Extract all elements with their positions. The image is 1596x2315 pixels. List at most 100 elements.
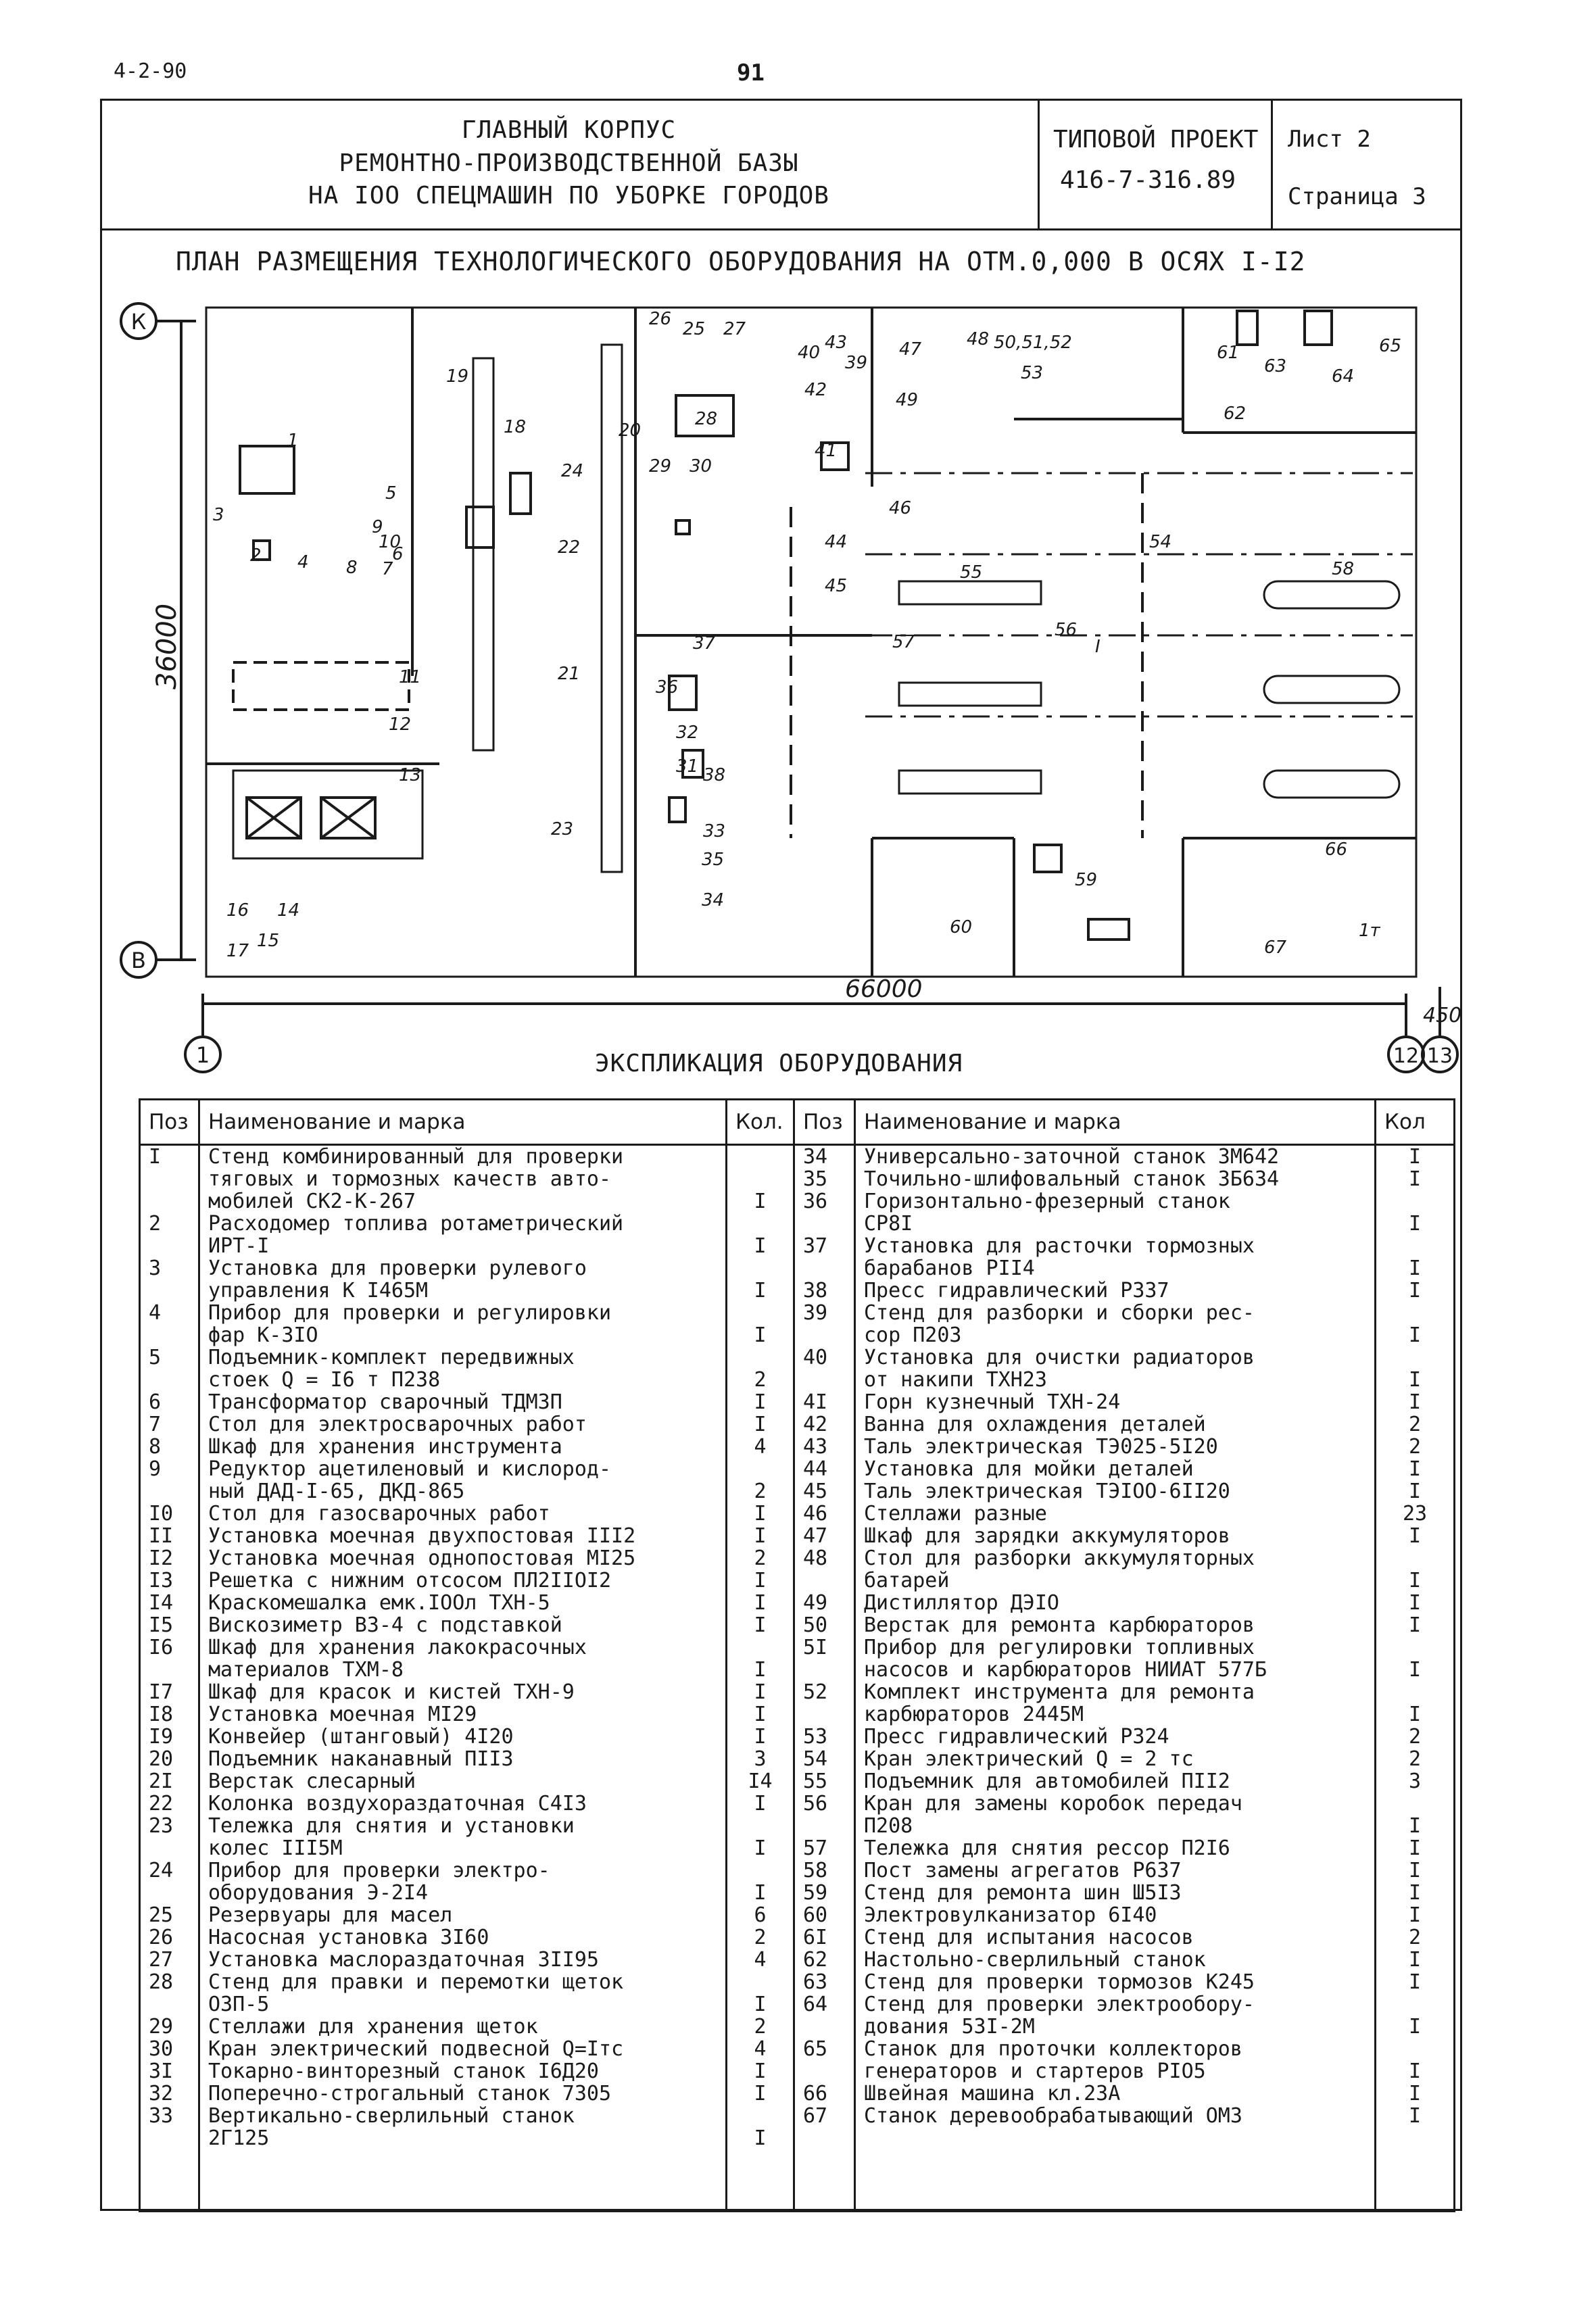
- table-cell: Поперечно-строгальный станок 7305: [208, 2082, 612, 2105]
- header-qty-left: Кол.: [725, 1098, 795, 1146]
- table-cell: I: [754, 1190, 767, 1213]
- plan-label-34: 34: [702, 890, 724, 910]
- table-cell: I: [754, 1614, 767, 1636]
- table-cell: I: [1408, 1280, 1422, 1302]
- table-cell: I: [754, 1837, 767, 1859]
- table-cell: [727, 1213, 793, 1235]
- table-cell: I9: [149, 1726, 174, 1748]
- plan-label-56: 56: [1055, 620, 1077, 640]
- table-cell: I: [149, 1146, 162, 1168]
- table-cell: I: [1408, 1569, 1422, 1592]
- table-cell: 5I: [803, 1636, 828, 1659]
- table-cell: I: [1408, 1971, 1422, 1993]
- table-cell: [1376, 1235, 1453, 1257]
- table-cell: I: [754, 1569, 767, 1592]
- axis-v-label: В: [131, 948, 146, 973]
- plan-label-58: 58: [1332, 559, 1354, 579]
- table-cell: I: [1408, 1213, 1422, 1235]
- table-cell: 66: [803, 2082, 828, 2105]
- table-cell: 44: [803, 1458, 828, 1480]
- table-cell: 22: [149, 1793, 174, 1815]
- table-cell: [1376, 1190, 1453, 1213]
- table-cell: Стенд для правки и перемотки щеток: [208, 1971, 624, 1993]
- table-cell: [1376, 2038, 1453, 2060]
- table-cell: 2: [149, 1213, 162, 1235]
- table-cell: Токарно-винторезный станок I6Д20: [208, 2060, 599, 2082]
- table-cell: [795, 1569, 854, 1592]
- table-cell: 2I: [149, 1770, 174, 1793]
- table-cell: Стенд для ремонта шин Ш5I3: [864, 1882, 1182, 1904]
- table-cell: I: [754, 1391, 767, 1413]
- table-cell: [795, 1257, 854, 1280]
- plan-label-50-52: 50,51,52: [994, 333, 1072, 353]
- table-cell: Шкаф для хранения лакокрасочных: [208, 1636, 587, 1659]
- table-cell: 57: [803, 1837, 828, 1859]
- table-cell: Верстак для ремонта карбюраторов: [864, 1614, 1255, 1636]
- table-cell: Вертикально-сверлильный станок: [208, 2105, 575, 2127]
- table-cell: 2: [1408, 1926, 1422, 1949]
- plan-label-3: 3: [213, 505, 224, 525]
- table-cell: колес III5М: [208, 1837, 343, 1859]
- table-cell: 3: [754, 1748, 767, 1770]
- plan-label-7: 7: [382, 559, 393, 579]
- table-cell: 4: [149, 1302, 162, 1324]
- table-cell: карбюраторов 2445М: [864, 1703, 1084, 1726]
- plan-label-22: 22: [558, 537, 580, 558]
- plan-label-28: 28: [695, 409, 717, 429]
- table-cell: [1376, 1793, 1453, 1815]
- plan-label-i: I: [1095, 637, 1101, 657]
- table-cell: 2: [754, 1547, 767, 1569]
- table-cell: 30: [149, 2038, 174, 2060]
- table-cell: Подъемник для автомобилей ПII2: [864, 1770, 1230, 1793]
- table-cell: I: [754, 1280, 767, 1302]
- table-cell: [141, 1168, 198, 1190]
- table-cell: 2Г125: [208, 2127, 270, 2149]
- table-cell: Швейная машина кл.23А: [864, 2082, 1121, 2105]
- table-cell: 32: [149, 2082, 174, 2105]
- table-cell: 56: [803, 1793, 828, 1815]
- plan-label-14: 14: [277, 900, 299, 921]
- table-cell: I8: [149, 1703, 174, 1726]
- table-cell: Установка для очистки радиаторов: [864, 1346, 1255, 1369]
- plan-label-54: 54: [1149, 532, 1171, 552]
- table-cell: Резервуары для масел: [208, 1904, 453, 1926]
- table-cell: Решетка с нижним отсосом ПЛ2IIOI2: [208, 1569, 612, 1592]
- table-cell: Кран электрический подвесной Q=Iтс: [208, 2038, 624, 2060]
- table-cell: 50: [803, 1614, 828, 1636]
- table-cell: I: [1408, 1614, 1422, 1636]
- table-cell: I: [1408, 1703, 1422, 1726]
- table-cell: 62: [803, 1949, 828, 1971]
- table-cell: [795, 2060, 854, 2082]
- table-cell: I: [1408, 1882, 1422, 1904]
- table-cell: [141, 1480, 198, 1503]
- plan-label-55: 55: [960, 562, 982, 583]
- table-cell: 2: [754, 1369, 767, 1391]
- table-cell: Таль электрическая ТЭ025-5I20: [864, 1436, 1218, 1458]
- table-cell: Стол для разборки аккумуляторных: [864, 1547, 1255, 1569]
- table-cell: I: [1408, 2016, 1422, 2038]
- plan-label-39: 39: [845, 353, 867, 373]
- dim-width: 66000: [845, 975, 923, 1003]
- table-cell: 54: [803, 1748, 828, 1770]
- plan-label-44: 44: [825, 532, 847, 552]
- table-cell: 34: [803, 1146, 828, 1168]
- table-cell: 58: [803, 1859, 828, 1882]
- plan-label-19: 19: [446, 366, 468, 387]
- table-cell: Трансформатор сварочный ТДМ3П: [208, 1391, 562, 1413]
- sheet-code: 4-2-90: [114, 59, 187, 83]
- plan-label-10: 10: [379, 532, 401, 552]
- table-cell: [141, 1837, 198, 1859]
- table-cell: I: [754, 1525, 767, 1547]
- table-cell: Установка моечная двухпостовая III2: [208, 1525, 636, 1547]
- plan-label-36: 36: [656, 677, 678, 698]
- table-cell: I4: [748, 1770, 773, 1793]
- table-cell: генераторов и стартеров РIO5: [864, 2060, 1206, 2082]
- plan-label-15: 15: [257, 931, 279, 951]
- table-cell: I: [1408, 1257, 1422, 1280]
- plan-label-38: 38: [703, 765, 725, 785]
- page-label: Страница 3: [1288, 183, 1426, 210]
- table-cell: Установка моечная однопостовая МI25: [208, 1547, 636, 1569]
